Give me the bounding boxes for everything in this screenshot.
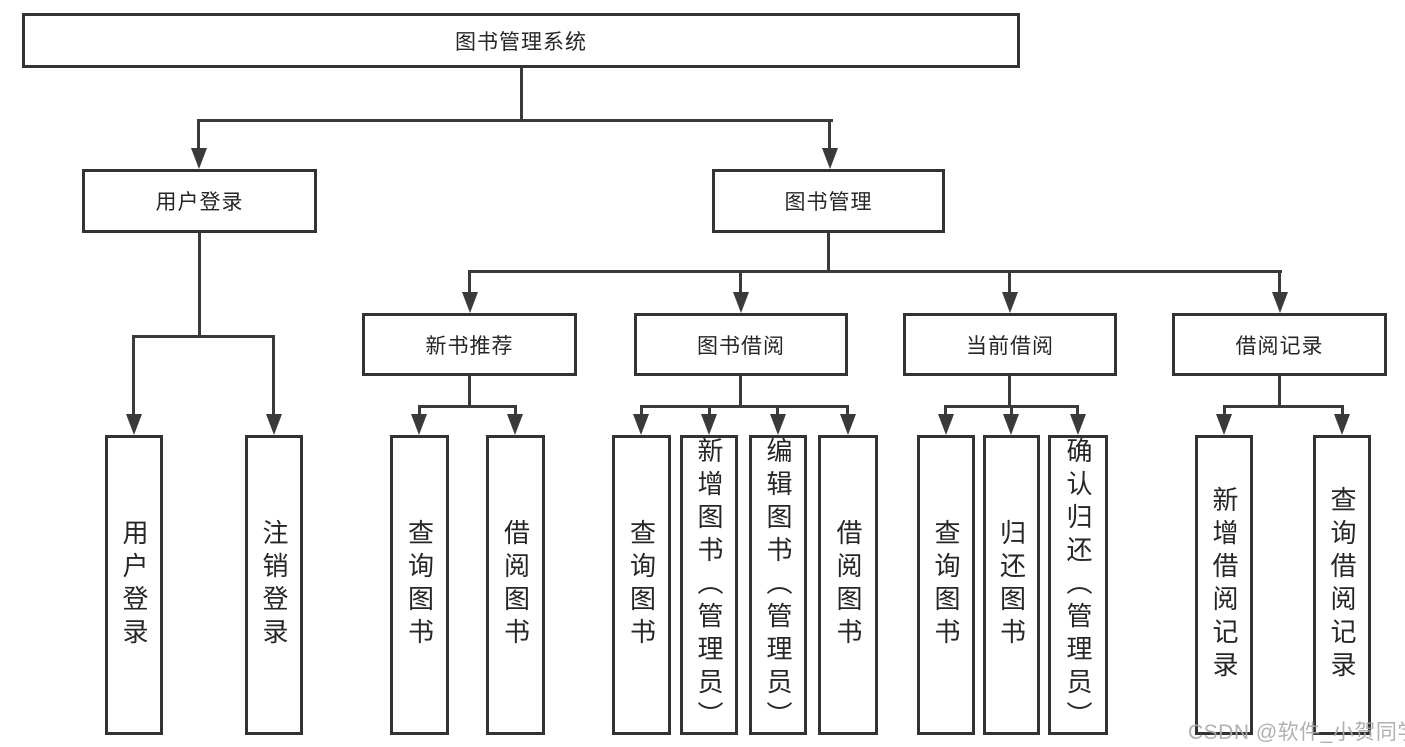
node-borrow-records-label: 借阅记录	[1235, 334, 1324, 358]
leaf-current-confirm-return: 确认归还（管理员）	[1048, 435, 1108, 735]
connector-line	[1076, 405, 1079, 416]
leaf-borrow-borrow-book-label: 借阅图书	[833, 519, 863, 651]
leaf-borrow-query: 查询图书	[612, 435, 671, 735]
connector-line	[1008, 375, 1011, 407]
connector-line	[739, 376, 742, 407]
connector-line	[468, 270, 471, 294]
arrow-down-icon	[770, 414, 786, 435]
connector-line	[1008, 270, 1011, 294]
node-book-borrow: 图书借阅	[634, 313, 848, 376]
arrow-down-icon	[1070, 414, 1086, 435]
leaf-user-login-label: 用户登录	[119, 519, 149, 651]
node-new-books: 新书推荐	[362, 313, 577, 376]
arrow-down-icon	[938, 414, 954, 435]
leaf-borrow-edit-book: 编辑图书（管理员）	[749, 435, 807, 735]
leaf-borrow-borrow-book: 借阅图书	[818, 435, 878, 735]
node-book-management: 图书管理	[712, 169, 945, 233]
arrow-down-icon	[1002, 292, 1018, 313]
leaf-user-login: 用户登录	[105, 435, 163, 735]
connector-line	[739, 270, 742, 294]
arrow-down-icon	[733, 292, 749, 313]
connector-line	[132, 335, 135, 416]
leaf-borrow-query-label: 查询图书	[626, 519, 657, 651]
arrow-down-icon	[633, 414, 649, 435]
arrow-down-icon	[266, 414, 282, 435]
arrow-down-icon	[462, 292, 478, 313]
arrow-down-icon	[1334, 414, 1350, 435]
connector-line	[1278, 270, 1281, 294]
connector-line	[944, 405, 947, 416]
arrow-down-icon	[701, 414, 717, 435]
leaf-current-confirm-return-label: 确认归还（管理员）	[1063, 436, 1093, 734]
leaf-current-return-label: 归还图书	[996, 519, 1027, 651]
arrow-down-icon	[1003, 414, 1019, 435]
arrow-down-icon	[507, 414, 523, 435]
csdn-watermark: CSDN @软件_小贺同学	[1188, 721, 1405, 744]
connector-line	[776, 405, 779, 416]
node-borrow-records: 借阅记录	[1172, 313, 1387, 376]
leaf-current-query-label: 查询图书	[931, 519, 961, 651]
connector-line	[132, 335, 275, 338]
leaf-records-add: 新增借阅记录	[1195, 435, 1253, 735]
leaf-borrow-add-book-label: 新增图书（管理员）	[694, 436, 724, 734]
connector-line	[514, 405, 517, 416]
connector-line	[468, 376, 471, 407]
arrow-down-icon	[191, 148, 207, 169]
node-user-login: 用户登录	[82, 169, 317, 233]
arrow-down-icon	[840, 414, 856, 435]
connector-line	[197, 119, 200, 150]
arrow-down-icon	[1216, 414, 1232, 435]
leaf-newbooks-borrow: 借阅图书	[486, 435, 545, 735]
connector-line	[418, 405, 517, 408]
connector-line	[1223, 405, 1226, 416]
leaf-borrow-add-book: 新增图书（管理员）	[680, 435, 738, 735]
arrow-down-icon	[411, 414, 427, 435]
connector-line	[468, 270, 1282, 273]
leaf-current-query: 查询图书	[917, 435, 975, 735]
connector-line	[1223, 405, 1344, 408]
node-current-borrow-label: 当前借阅	[966, 334, 1054, 358]
connector-line	[1278, 375, 1281, 407]
node-book-management-label: 图书管理	[784, 191, 873, 214]
leaf-newbooks-query: 查询图书	[390, 435, 449, 735]
leaf-newbooks-borrow-label: 借阅图书	[500, 519, 531, 651]
connector-line	[708, 405, 711, 416]
leaf-records-add-label: 新增借阅记录	[1209, 486, 1239, 684]
node-current-borrow: 当前借阅	[903, 313, 1117, 376]
connector-line	[1341, 405, 1344, 416]
connector-line	[520, 68, 523, 121]
connector-line	[640, 405, 849, 408]
connector-line	[198, 233, 201, 337]
connector-line	[272, 335, 275, 416]
node-user-login-label: 用户登录	[155, 191, 244, 214]
node-book-borrow-label: 图书借阅	[697, 334, 785, 358]
connector-line	[418, 405, 421, 416]
connector-line	[197, 119, 833, 122]
arrow-down-icon	[822, 148, 838, 169]
leaf-logout: 注销登录	[245, 435, 303, 735]
leaf-current-return: 归还图书	[983, 435, 1040, 735]
leaf-records-query-label: 查询借阅记录	[1327, 486, 1357, 684]
node-root-label: 图书管理系统	[455, 30, 587, 54]
leaf-records-query: 查询借阅记录	[1313, 435, 1371, 735]
connector-line	[827, 233, 830, 272]
leaf-newbooks-query-label: 查询图书	[404, 519, 435, 651]
node-new-books-label: 新书推荐	[425, 334, 514, 358]
arrow-down-icon	[126, 414, 142, 435]
leaf-borrow-edit-book-label: 编辑图书（管理员）	[763, 436, 793, 734]
arrow-down-icon	[1272, 292, 1288, 313]
connector-line	[846, 405, 849, 416]
connector-line	[640, 405, 643, 416]
connector-line	[828, 119, 831, 150]
connector-line	[1010, 405, 1013, 416]
leaf-logout-label: 注销登录	[259, 519, 289, 651]
node-root: 图书管理系统	[22, 13, 1020, 68]
